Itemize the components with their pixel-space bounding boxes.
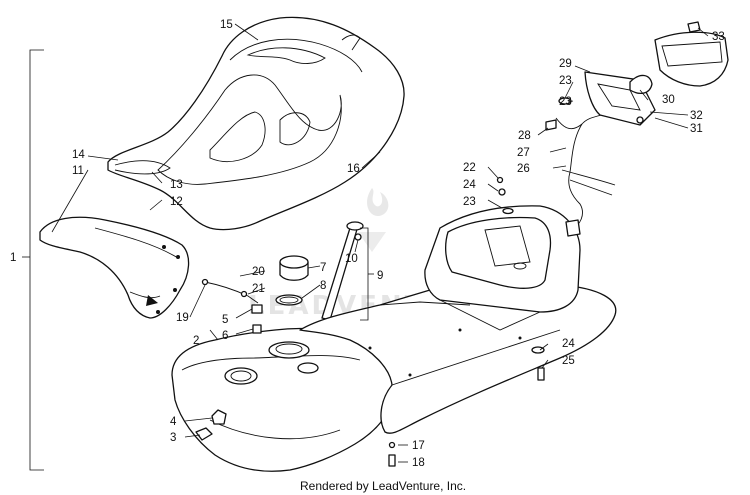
hardware-24-25 — [531, 346, 545, 381]
callout-23-b: 23 — [559, 75, 572, 87]
callout-15: 15 — [220, 19, 233, 31]
callout-28: 28 — [518, 130, 531, 142]
callout-30: 30 — [662, 94, 675, 106]
callout-26: 26 — [517, 163, 530, 175]
callout-23-a: 23 — [463, 196, 476, 208]
callout-23-c: 23 — [559, 96, 572, 108]
callout-14: 14 — [72, 149, 85, 161]
callout-21: 21 — [252, 283, 265, 295]
callout-10: 10 — [345, 253, 358, 265]
hardware-22-24 — [496, 176, 514, 215]
callout-4: 4 — [170, 416, 177, 428]
hardware-17-18 — [388, 441, 396, 467]
fuel-cap — [275, 255, 309, 306]
callout-5: 5 — [222, 314, 228, 326]
callout-3: 3 — [170, 432, 176, 444]
callout-9: 9 — [377, 270, 383, 282]
callout-12: 12 — [170, 196, 183, 208]
callout-32: 32 — [690, 110, 703, 122]
callout-17: 17 — [412, 440, 425, 452]
callout-24-b: 24 — [562, 338, 575, 350]
storage-box — [424, 205, 581, 331]
callout-11: 11 — [72, 165, 84, 177]
leader-lines — [51, 23, 709, 463]
callout-31: 31 — [690, 123, 703, 135]
taillight-bracket — [545, 71, 656, 131]
tank-drain-fitting — [195, 427, 213, 441]
fuel-tank — [171, 327, 396, 472]
callout-27: 27 — [517, 147, 530, 159]
callout-19: 19 — [176, 312, 189, 324]
callout-2: 2 — [193, 335, 199, 347]
callout-16: 16 — [347, 163, 360, 175]
seat — [107, 16, 405, 231]
footer-credit: Rendered by LeadVenture, Inc. — [300, 479, 466, 493]
vent-hose — [201, 278, 259, 304]
callout-7: 7 — [320, 262, 326, 274]
callout-8: 8 — [320, 280, 326, 292]
callout-24-a: 24 — [463, 179, 476, 191]
callout-6: 6 — [222, 330, 228, 342]
callout-18: 18 — [412, 457, 425, 469]
callout-labels: 1 2 3 4 5 6 7 8 9 10 11 12 13 14 15 16 1… — [10, 19, 725, 469]
callout-13: 13 — [170, 179, 183, 191]
side-panel — [39, 216, 190, 319]
callout-20: 20 — [252, 266, 265, 278]
taillight-housing — [654, 21, 729, 87]
callout-25: 25 — [562, 355, 575, 367]
callout-1: 1 — [10, 252, 16, 264]
callout-29: 29 — [559, 58, 572, 70]
callout-22: 22 — [463, 162, 476, 174]
fitting-5-6 — [251, 304, 263, 334]
callout-33: 33 — [712, 31, 725, 43]
bracket-1 — [22, 49, 44, 471]
